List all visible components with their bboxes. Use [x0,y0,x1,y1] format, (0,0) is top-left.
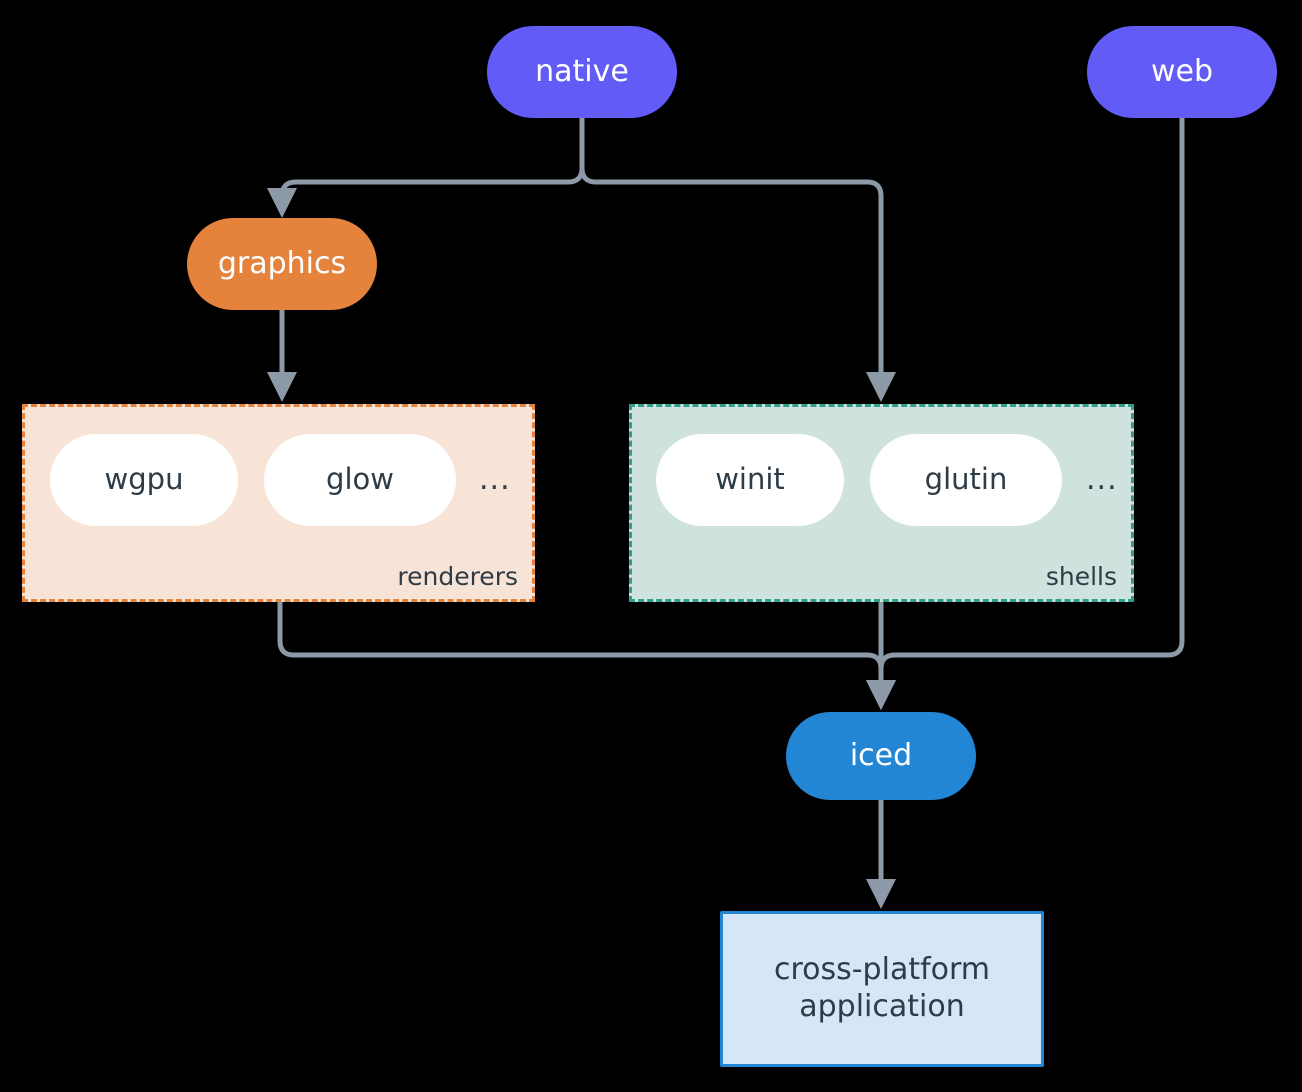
node-glow[interactable]: glow [264,434,456,526]
group-shells-label: shells [1045,562,1117,591]
group-renderers-label: renderers [397,562,518,591]
node-iced[interactable]: iced [786,712,976,800]
edge-renderers-to-iced [277,599,896,710]
node-iced-label: iced [849,737,913,773]
node-wgpu-label: wgpu [104,462,184,497]
node-glutin[interactable]: glutin [870,434,1062,526]
edge-native-to-shells [579,115,896,402]
node-native-label: native [535,53,629,89]
node-web-label: web [1150,53,1214,89]
node-glow-label: glow [326,462,394,497]
node-winit[interactable]: winit [656,434,844,526]
renderers-more-ellipsis: ... [479,462,511,497]
node-web[interactable]: web [1087,26,1277,118]
node-graphics[interactable]: graphics [187,218,377,310]
node-application-label-line2: application [799,989,965,1024]
node-application[interactable]: cross-platform application [720,911,1044,1067]
node-application-label-line1: cross-platform [773,952,991,988]
node-graphics-label: graphics [217,245,347,281]
node-glutin-label: glutin [924,462,1008,497]
node-wgpu[interactable]: wgpu [50,434,238,526]
shells-more-ellipsis: ... [1086,462,1118,497]
node-winit-label: winit [715,462,785,497]
node-native[interactable]: native [487,26,677,118]
edge-native-to-graphics [267,115,585,218]
